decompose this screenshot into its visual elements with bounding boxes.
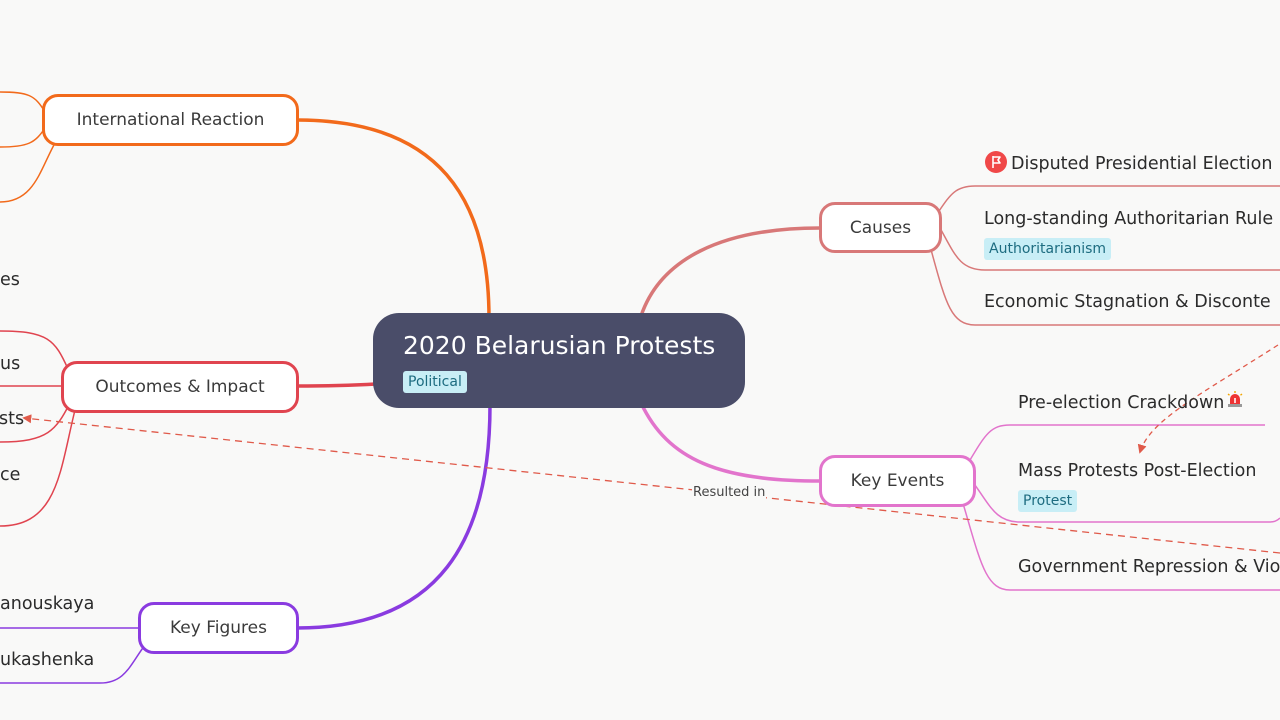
leaf-figures-item-b[interactable]: ukashenka xyxy=(0,648,94,672)
leaf-figures-item-b-label: ukashenka xyxy=(0,650,95,670)
branch-international-reaction[interactable]: International Reaction xyxy=(42,94,299,146)
leaf-mass-protests-label: Mass Protests Post-Election xyxy=(1018,461,1257,481)
cross-link-resulted-in xyxy=(22,414,1280,554)
authoritarianism-tag: Authoritarianism xyxy=(984,238,1112,260)
child-connector-causes-2 xyxy=(939,227,1280,271)
leaf-authoritarian-rule[interactable]: Long-standing Authoritarian Rule xyxy=(984,207,1273,231)
leaf-figures-item-a-label: anouskaya xyxy=(0,594,95,614)
leaf-authoritarian-rule-label: Long-standing Authoritarian Rule xyxy=(984,209,1274,229)
leaf-outcomes-item-b-label: us xyxy=(0,354,21,374)
leaf-preelection-crackdown-label: Pre-election Crackdown xyxy=(1018,393,1225,413)
leaf-government-repression-label: Government Repression & Vio xyxy=(1018,557,1280,577)
branch-international-reaction-label: International Reaction xyxy=(76,110,265,130)
branch-causes-label: Causes xyxy=(849,217,912,238)
leaf-economic-stagnation-label: Economic Stagnation & Disconte xyxy=(984,292,1271,312)
cross-link-label: Resulted in xyxy=(692,485,767,500)
child-connector-international-1 xyxy=(0,91,46,113)
central-topic-title: 2020 Belarusian Protests xyxy=(403,331,716,360)
leaf-outcomes-item-c[interactable]: sts xyxy=(0,407,24,431)
child-connector-events-1 xyxy=(966,424,1265,466)
child-connector-causes-3 xyxy=(929,245,1280,326)
branch-connector-international xyxy=(296,118,491,319)
leaf-outcomes-item-c-label: sts xyxy=(0,409,25,429)
political-tag: Political xyxy=(403,371,467,393)
branch-key-events-label: Key Events xyxy=(850,471,945,491)
branch-causes[interactable]: Causes xyxy=(819,202,942,253)
leaf-disputed-election-label: Disputed Presidential Election xyxy=(1011,154,1273,174)
siren-icon xyxy=(1226,390,1244,415)
leaf-mass-protests[interactable]: Mass Protests Post-Election xyxy=(1018,459,1256,483)
child-connector-outcomes-3 xyxy=(0,402,71,443)
child-connector-outcomes-4 xyxy=(0,409,76,527)
leaf-economic-stagnation[interactable]: Economic Stagnation & Disconte xyxy=(984,290,1271,314)
branch-connector-key-figures xyxy=(296,404,492,630)
branch-connector-causes xyxy=(639,226,821,317)
central-topic[interactable]: 2020 Belarusian Protests Political xyxy=(373,313,745,408)
protest-tag: Protest xyxy=(1018,490,1078,512)
leaf-outcomes-item-d[interactable]: ce xyxy=(0,463,20,487)
leaf-government-repression[interactable]: Government Repression & Vio xyxy=(1018,555,1280,579)
child-connector-causes-1 xyxy=(936,185,1280,215)
child-connector-events-2 xyxy=(971,480,1280,523)
leaf-preelection-crackdown[interactable]: Pre-election Crackdown xyxy=(1018,390,1244,415)
child-connector-international-3 xyxy=(0,142,56,203)
leaf-outcomes-item-a[interactable]: es xyxy=(0,268,20,292)
child-connector-figures-2 xyxy=(0,644,146,684)
cross-link-to-mass-protests xyxy=(1137,344,1279,454)
branch-key-figures-label: Key Figures xyxy=(170,618,267,638)
branch-outcomes-impact-label: Outcomes & Impact xyxy=(95,377,265,397)
leaf-outcomes-item-b[interactable]: us xyxy=(0,352,20,376)
child-connector-events-3 xyxy=(961,499,1280,591)
branch-outcomes-impact[interactable]: Outcomes & Impact xyxy=(61,361,299,413)
flag-icon xyxy=(985,151,1007,173)
child-connector-outcomes-1 xyxy=(0,330,69,370)
leaf-figures-item-a[interactable]: anouskaya xyxy=(0,592,94,616)
leaf-outcomes-item-a-label: es xyxy=(0,270,20,290)
branch-key-events[interactable]: Key Events xyxy=(819,455,976,507)
branch-key-figures[interactable]: Key Figures xyxy=(138,602,299,654)
leaf-outcomes-item-d-label: ce xyxy=(0,465,21,485)
branch-connector-key-events xyxy=(639,402,821,483)
child-connector-international-2 xyxy=(0,127,46,148)
leaf-disputed-election[interactable]: Disputed Presidential Election xyxy=(985,151,1272,176)
branch-connector-outcomes xyxy=(296,382,377,388)
